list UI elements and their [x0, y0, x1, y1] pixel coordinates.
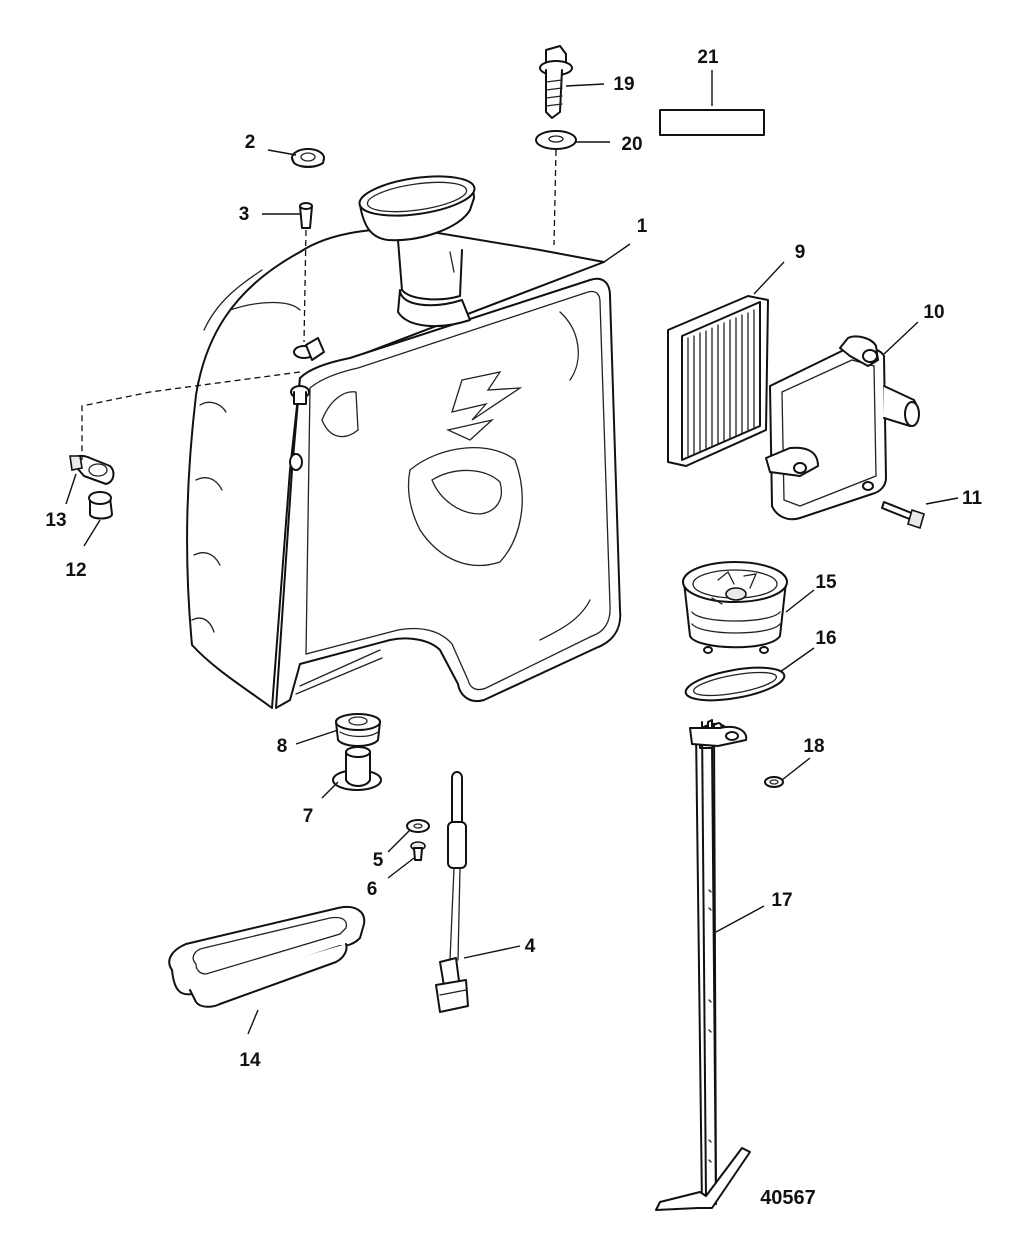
part-6-screw	[410, 841, 426, 861]
callout-9: 9	[795, 242, 806, 263]
callout-21: 21	[697, 47, 719, 68]
figure-number: 40567	[760, 1187, 816, 1209]
part-7-sleeve	[332, 746, 382, 791]
callout-15: 15	[815, 572, 837, 593]
part-3-pin	[299, 202, 313, 229]
part-5-washer	[406, 819, 430, 833]
part-17-tube	[655, 719, 751, 1211]
part-20-washer	[535, 130, 577, 150]
callout-1: 1	[637, 216, 648, 237]
callout-8: 8	[277, 736, 288, 757]
callout-4: 4	[525, 936, 536, 957]
part-12-hose	[88, 491, 113, 520]
callout-11: 11	[962, 488, 983, 509]
callout-16: 16	[815, 628, 836, 649]
callout-2: 2	[245, 132, 256, 153]
part-2-cap	[291, 148, 325, 168]
part-14-tray	[168, 906, 366, 1008]
callout-labels: 1 2 3 4 5 6 7 8 9 10 11 12 13 14 15 16 1…	[45, 47, 982, 1071]
part-8-grommet	[335, 713, 381, 747]
part-11-bolt	[881, 501, 925, 530]
callout-5: 5	[373, 850, 384, 871]
part-19-bolt	[539, 45, 573, 119]
callout-3: 3	[239, 204, 250, 225]
callout-7: 7	[303, 806, 314, 827]
part-18-washer	[764, 776, 784, 788]
part-4-sender	[435, 771, 469, 1013]
leader-lines	[65, 70, 959, 1035]
callout-13: 13	[45, 510, 66, 531]
callout-10: 10	[923, 302, 944, 323]
part-15-pump	[682, 561, 788, 654]
part-16-seal	[684, 666, 786, 702]
part-21-decal	[659, 109, 765, 136]
part-13-clamp	[69, 454, 115, 485]
part-1-tank	[186, 175, 622, 709]
callout-14: 14	[239, 1050, 261, 1071]
callout-17: 17	[771, 890, 792, 911]
callout-12: 12	[65, 560, 86, 581]
callout-6: 6	[367, 879, 378, 900]
callout-19: 19	[613, 74, 634, 95]
callout-18: 18	[803, 736, 824, 757]
part-10-housing	[765, 335, 920, 521]
part-9-filter	[667, 295, 769, 467]
callout-20: 20	[621, 134, 642, 155]
filter-pleats	[687, 309, 755, 457]
assembly-lines	[81, 149, 557, 460]
